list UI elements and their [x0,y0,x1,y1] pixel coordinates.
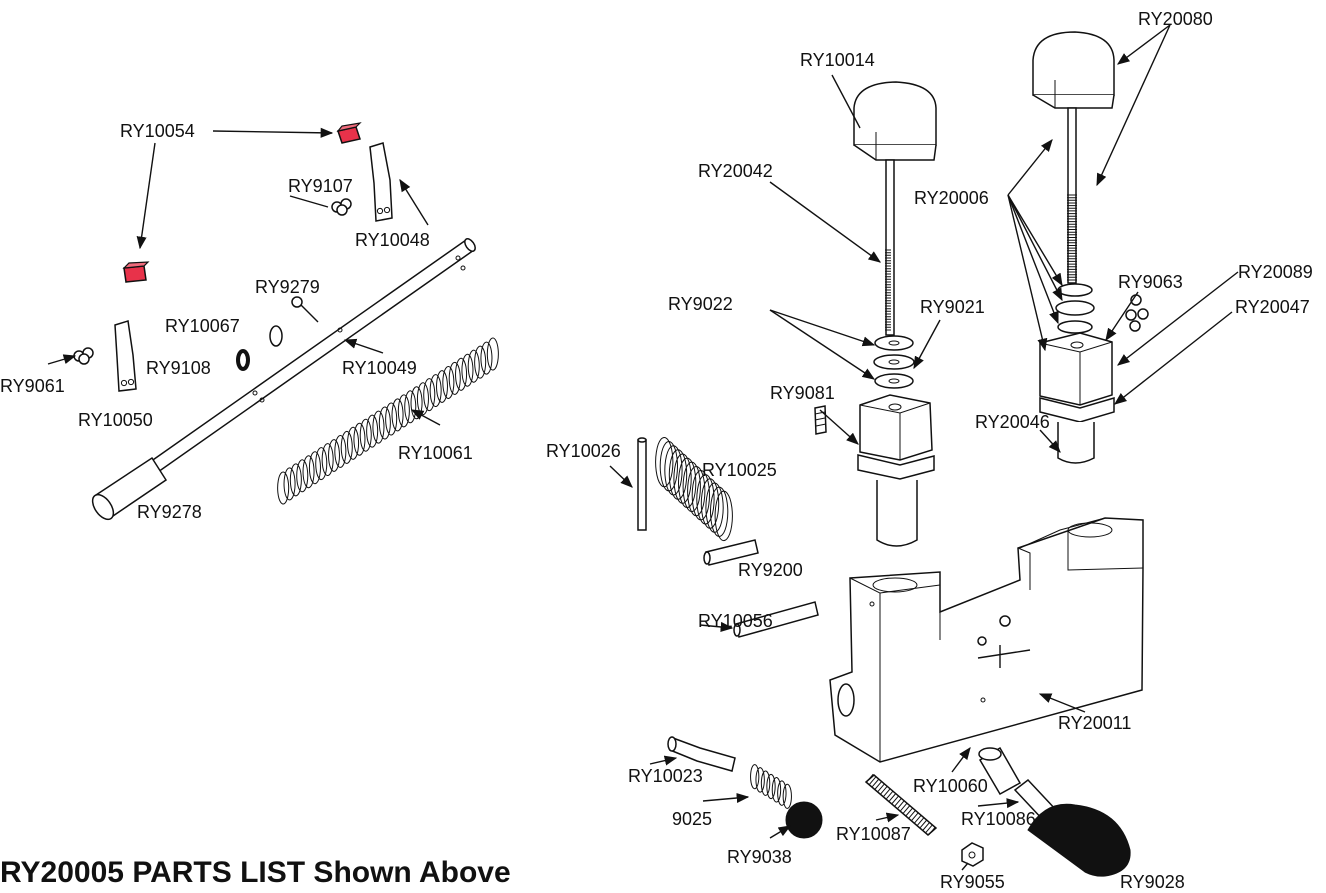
label-ry9022: RY9022 [668,294,733,314]
label-ry20042: RY20042 [698,161,773,181]
shaft-ry10049 [148,238,476,474]
label-ry9278: RY9278 [137,502,202,522]
label-ry20089: RY20089 [1238,262,1313,282]
washer-ry10067 [269,325,283,347]
spring-9025 [750,764,792,809]
bracket-ry10048 [369,142,393,222]
label-ry20047: RY20047 [1235,297,1310,317]
rod-ry20042 [885,159,895,336]
pad-left [122,261,150,283]
pin-ry9200 [703,539,759,566]
rod-right [1067,107,1077,284]
label-ry10014: RY10014 [800,50,875,70]
rod-ry10087 [864,773,938,836]
cylinder-right [1057,422,1095,464]
block-right [1039,332,1115,423]
pad-top [336,122,362,144]
label-ry9028: RY9028 [1120,872,1185,892]
label-ry10086: RY10086 [961,809,1036,829]
label-ry9061: RY9061 [0,376,65,396]
label-ry9055: RY9055 [940,872,1005,892]
label-ry10048: RY10048 [355,230,430,250]
bracket-ry10050 [114,320,137,392]
label-ry9108: RY9108 [146,358,211,378]
label-ry9200: RY9200 [738,560,803,580]
parts-list-title: RY20005 PARTS LIST Shown Above [0,856,511,889]
label-ry9279: RY9279 [255,277,320,297]
nut-ry9055 [961,842,984,867]
label-ry9081: RY9081 [770,383,835,403]
sleeve-ry10060 [978,746,1022,796]
cylinder-mid [876,480,918,547]
oring-ry9108 [236,349,250,371]
label-ry10050: RY10050 [78,410,153,430]
label-ry10025: RY10025 [702,460,777,480]
pin-ry10023 [667,736,736,772]
label-ry10056: RY10056 [698,611,773,631]
spring-ry10061 [277,337,499,505]
label-ry9063: RY9063 [1118,272,1183,292]
handle-ry9028 [1027,803,1131,877]
knob-ry9038 [785,801,823,839]
pin-ry9279 [291,296,319,323]
label-ry9021: RY9021 [920,297,985,317]
label-ry10087: RY10087 [836,824,911,844]
part-labels: RY10054 RY9107 RY10048 RY9279 RY10067 RY… [0,9,1313,892]
base-ry20011 [829,517,1144,763]
label-ry10023: RY10023 [628,766,703,786]
block-mid [857,394,935,480]
label-ry10067: RY10067 [165,316,240,336]
screws-ry9107 [331,198,352,216]
label-ry20046: RY20046 [975,412,1050,432]
label-ry10026: RY10026 [546,441,621,461]
leader-lines [47,24,1239,871]
label-ry10061: RY10061 [398,443,473,463]
label-ry9038: RY9038 [727,847,792,867]
spring-ry10025 [655,436,733,542]
label-ry20011: RY20011 [1058,713,1131,733]
pin-ry10026 [637,437,647,531]
label-ry10060: RY10060 [913,776,988,796]
handle-ry9278 [91,456,168,521]
label-ry9107: RY9107 [288,176,353,196]
head-ry20080 [1032,31,1115,109]
washers-ry9022 [873,335,915,389]
screws-ry9061 [73,347,94,365]
screws-ry9063 [1125,294,1149,332]
washers-right [1055,283,1095,334]
pin-ry10056 [733,601,819,638]
label-ry10054: RY10054 [120,121,195,141]
label-ry20006: RY20006 [914,188,989,208]
label-9025: 9025 [672,809,712,829]
head-ry10014 [853,81,937,161]
label-ry10049: RY10049 [342,358,417,378]
label-ry20080: RY20080 [1138,9,1213,29]
